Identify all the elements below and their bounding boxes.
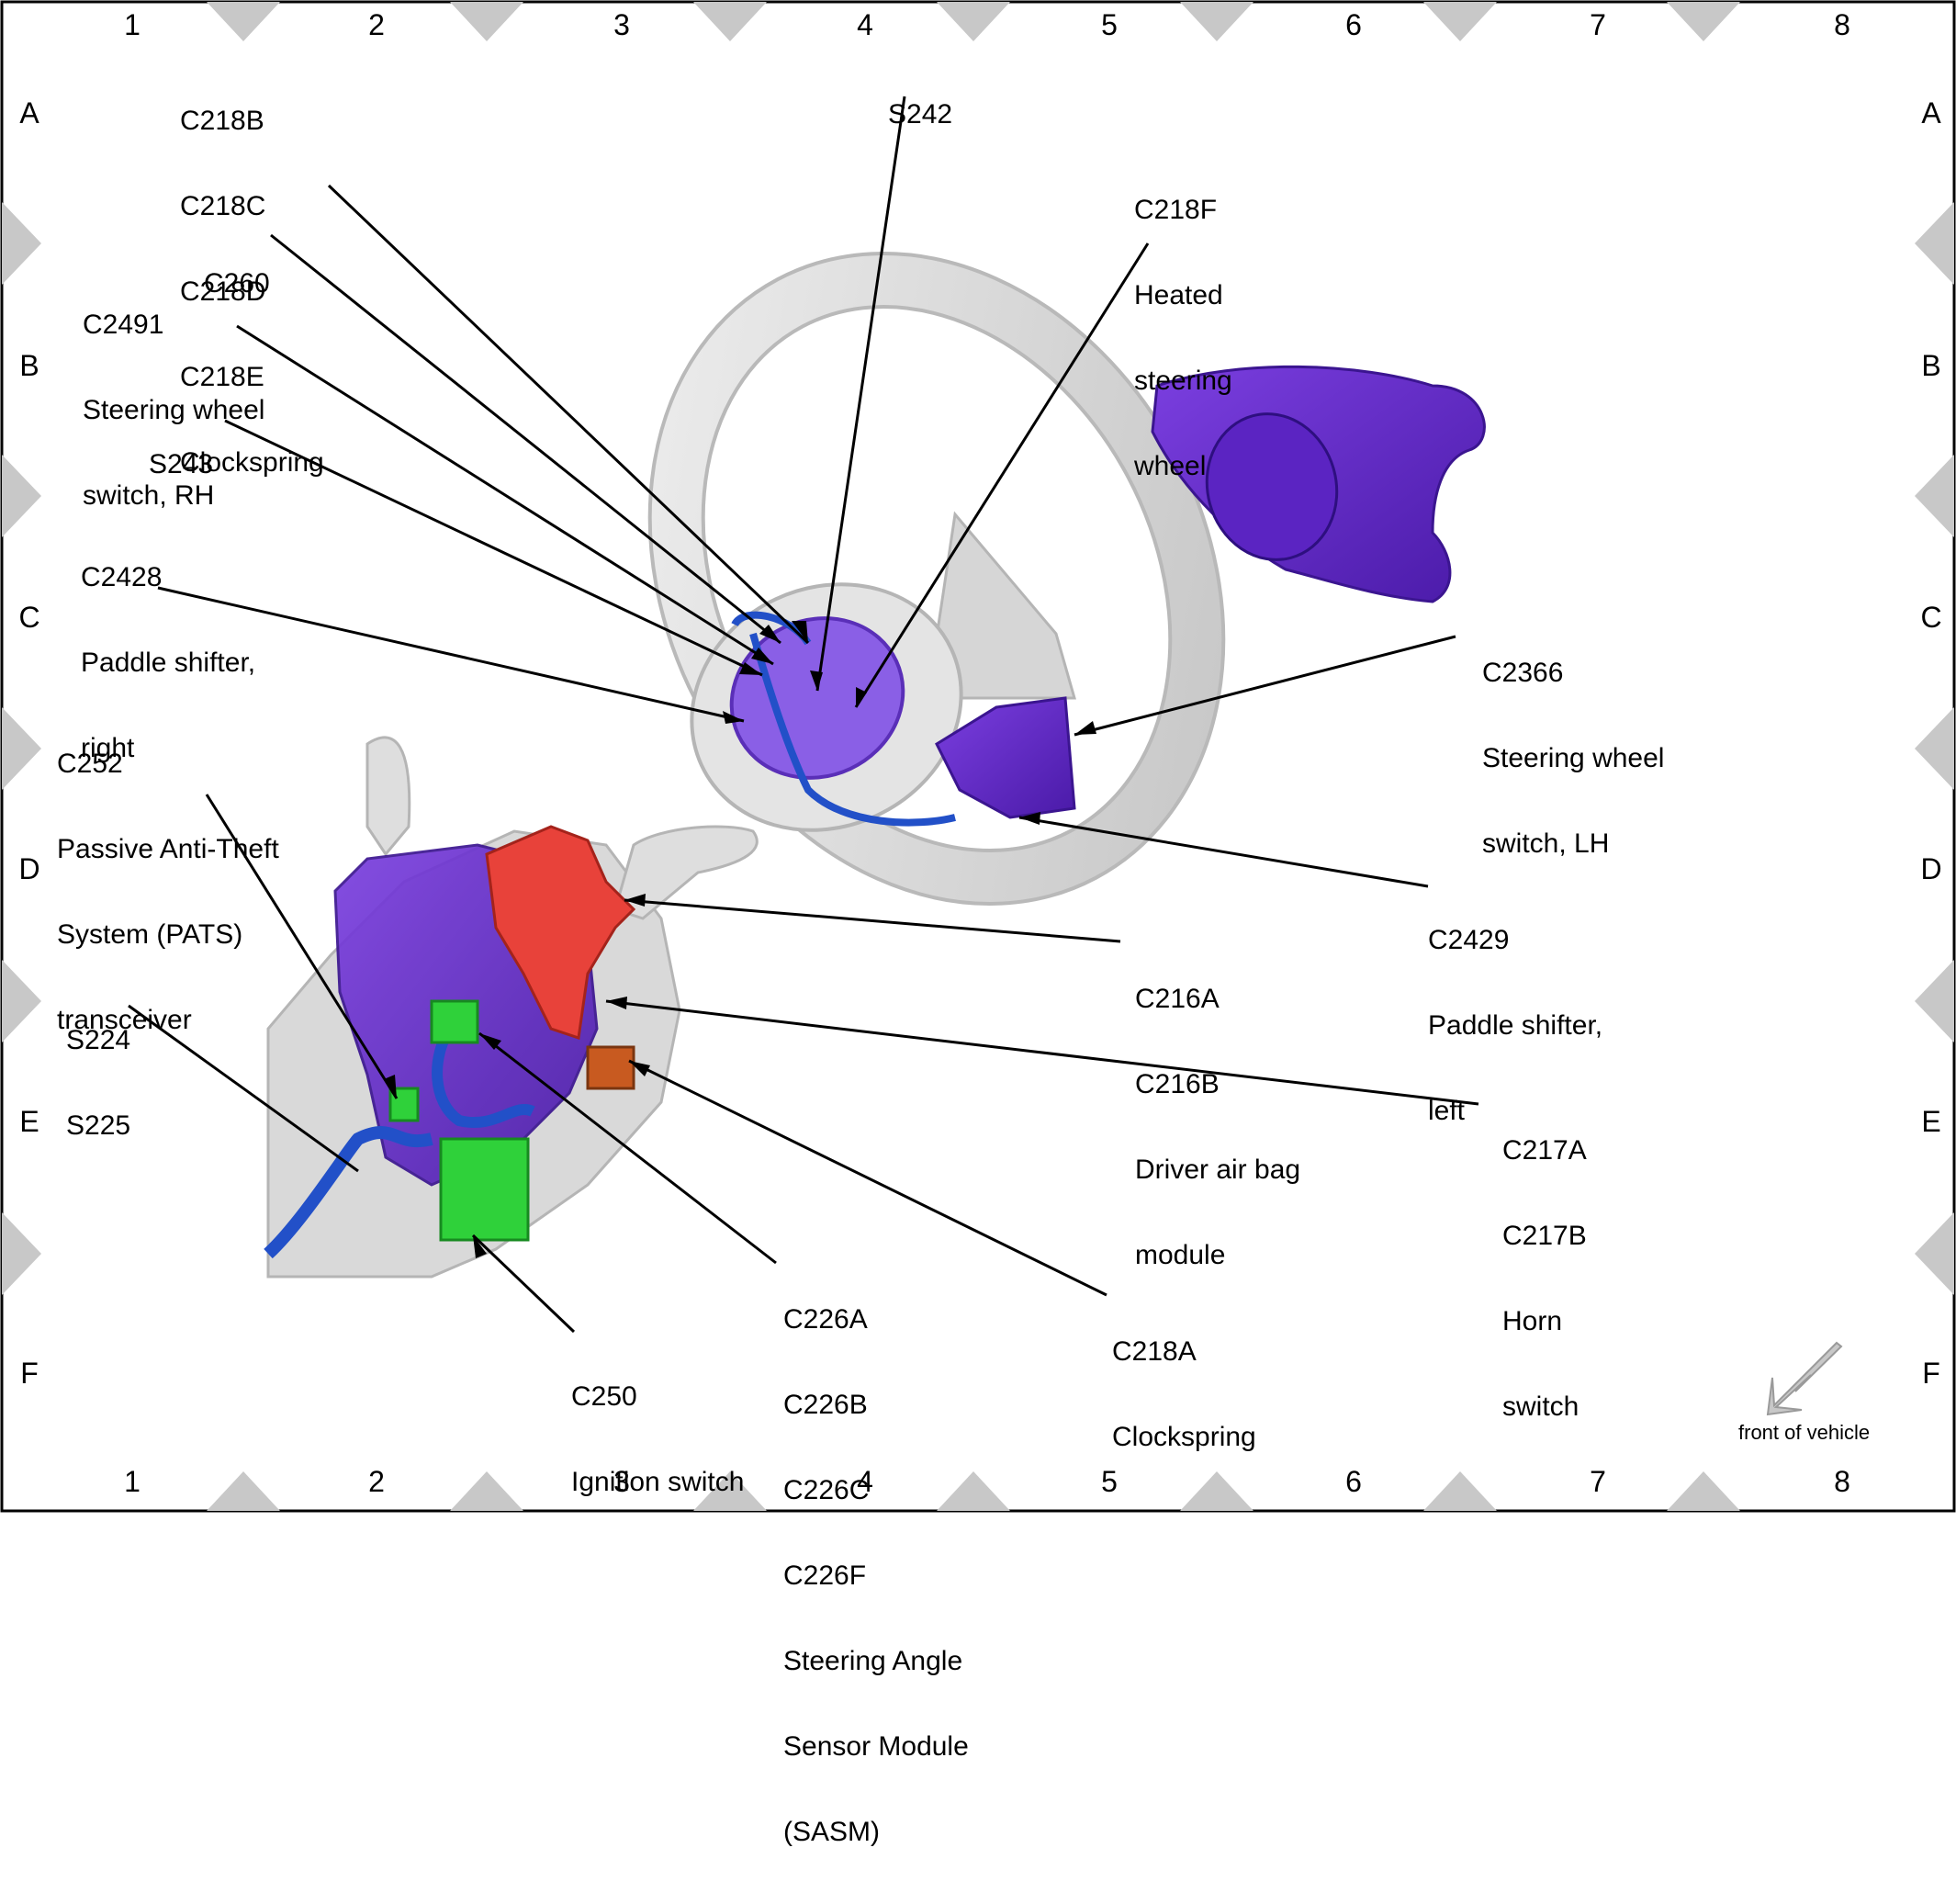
label-s243: S243 [149,449,214,479]
grid-col-1-top: 1 [124,8,141,41]
leader-lines [128,96,1479,1334]
grid-col-3-bottom: 3 [613,1465,630,1498]
grid-row-d-left: D [18,852,40,885]
grid-row-b-right: B [1921,349,1941,382]
grid-col-8-top: 8 [1834,8,1850,41]
label-c2429-paddle-shifter-left: C2429 Paddle shifter, left [1428,925,1603,1126]
grid-row-e-left: E [19,1105,39,1138]
label-c218b-clockspring: C218B C218C C218D C218E Clockspring [180,106,324,478]
label-c252-pats-transceiver: C252 Passive Anti-Theft System (PATS) tr… [57,749,279,1035]
steering-wheel [647,252,1226,906]
grid-col-1-bottom: 1 [124,1465,141,1498]
diagram-art [0,0,1956,1513]
grid-col-5-bottom: 5 [1101,1465,1118,1498]
grid-col-3-top: 3 [613,8,630,41]
air-bag-connector [485,825,636,1040]
label-s242: S242 [888,99,953,130]
column-harness-loop [432,1025,535,1128]
grid-col-6-top: 6 [1345,8,1362,41]
grid-row-f-left: F [20,1357,39,1390]
grid-row-c-right: C [1920,601,1942,634]
label-c217-horn-switch: C217A C217B Horn switch [1502,1135,1587,1422]
front-of-vehicle-label: front of vehicle [1738,1421,1871,1444]
grid-row-e-right: E [1921,1105,1941,1138]
label-c216-driver-air-bag-module: C216A C216B Driver air bag module [1135,984,1301,1270]
label-c226-sasm: C226A C226B C226C C226F Steering Angle S… [783,1304,969,1847]
grid-col-6-bottom: 6 [1345,1465,1362,1498]
sasm-connector [430,999,479,1044]
grid-markers-top [207,2,1740,41]
grid-col-2-top: 2 [368,8,385,41]
label-s224-s225: S224 S225 [66,1025,131,1141]
grid-row-c-left: C [18,601,40,634]
grid-row-b-left: B [19,349,39,382]
grid-markers-bottom [207,1471,1740,1511]
grid-col-5-top: 5 [1101,8,1118,41]
lh-switch-module [935,696,1076,819]
location-diagram: 1 2 3 4 5 6 7 8 1 2 3 4 5 6 7 8 A B C D … [0,0,1956,1846]
grid-col-2-bottom: 2 [368,1465,385,1498]
grid-row-f-right: F [1922,1357,1940,1390]
leader-arrowheads [384,621,1096,1258]
label-c260: C260 [204,268,270,299]
label-c2428-paddle-shifter-right: C2428 Paddle shifter, right [81,562,256,763]
air-bag-emblem [1205,412,1339,561]
grid-markers-right [1915,202,1954,1295]
grid-col-8-bottom: 8 [1834,1465,1850,1498]
grid-col-4-top: 4 [857,8,873,41]
label-c250-ignition-switch: C250 Ignition switch [571,1381,745,1497]
ignition-switch-connector [439,1137,530,1242]
grid-col-4-bottom: 4 [857,1465,873,1498]
column-harness [264,1125,433,1259]
label-c218a-clockspring: C218A Clockspring [1112,1336,1256,1452]
front-of-vehicle-arrow [1766,1341,1843,1416]
grid-row-a-right: A [1921,96,1941,130]
label-c218f-heated-steering-wheel: C218F Heated steering wheel [1134,195,1232,481]
label-c2366-steering-wheel-switch-lh: C2366 Steering wheel switch, LH [1482,658,1665,859]
label-c2491-steering-wheel-switch-rh: C2491 Steering wheel switch, RH [83,310,265,511]
grid-col-7-bottom: 7 [1590,1465,1606,1498]
grid-row-d-right: D [1920,852,1942,885]
grid-row-a-left: A [19,96,39,130]
clockspring-connector [586,1045,635,1090]
wheel-harness [749,632,956,827]
grid-col-7-top: 7 [1590,8,1606,41]
grid-markers-left [2,202,41,1295]
